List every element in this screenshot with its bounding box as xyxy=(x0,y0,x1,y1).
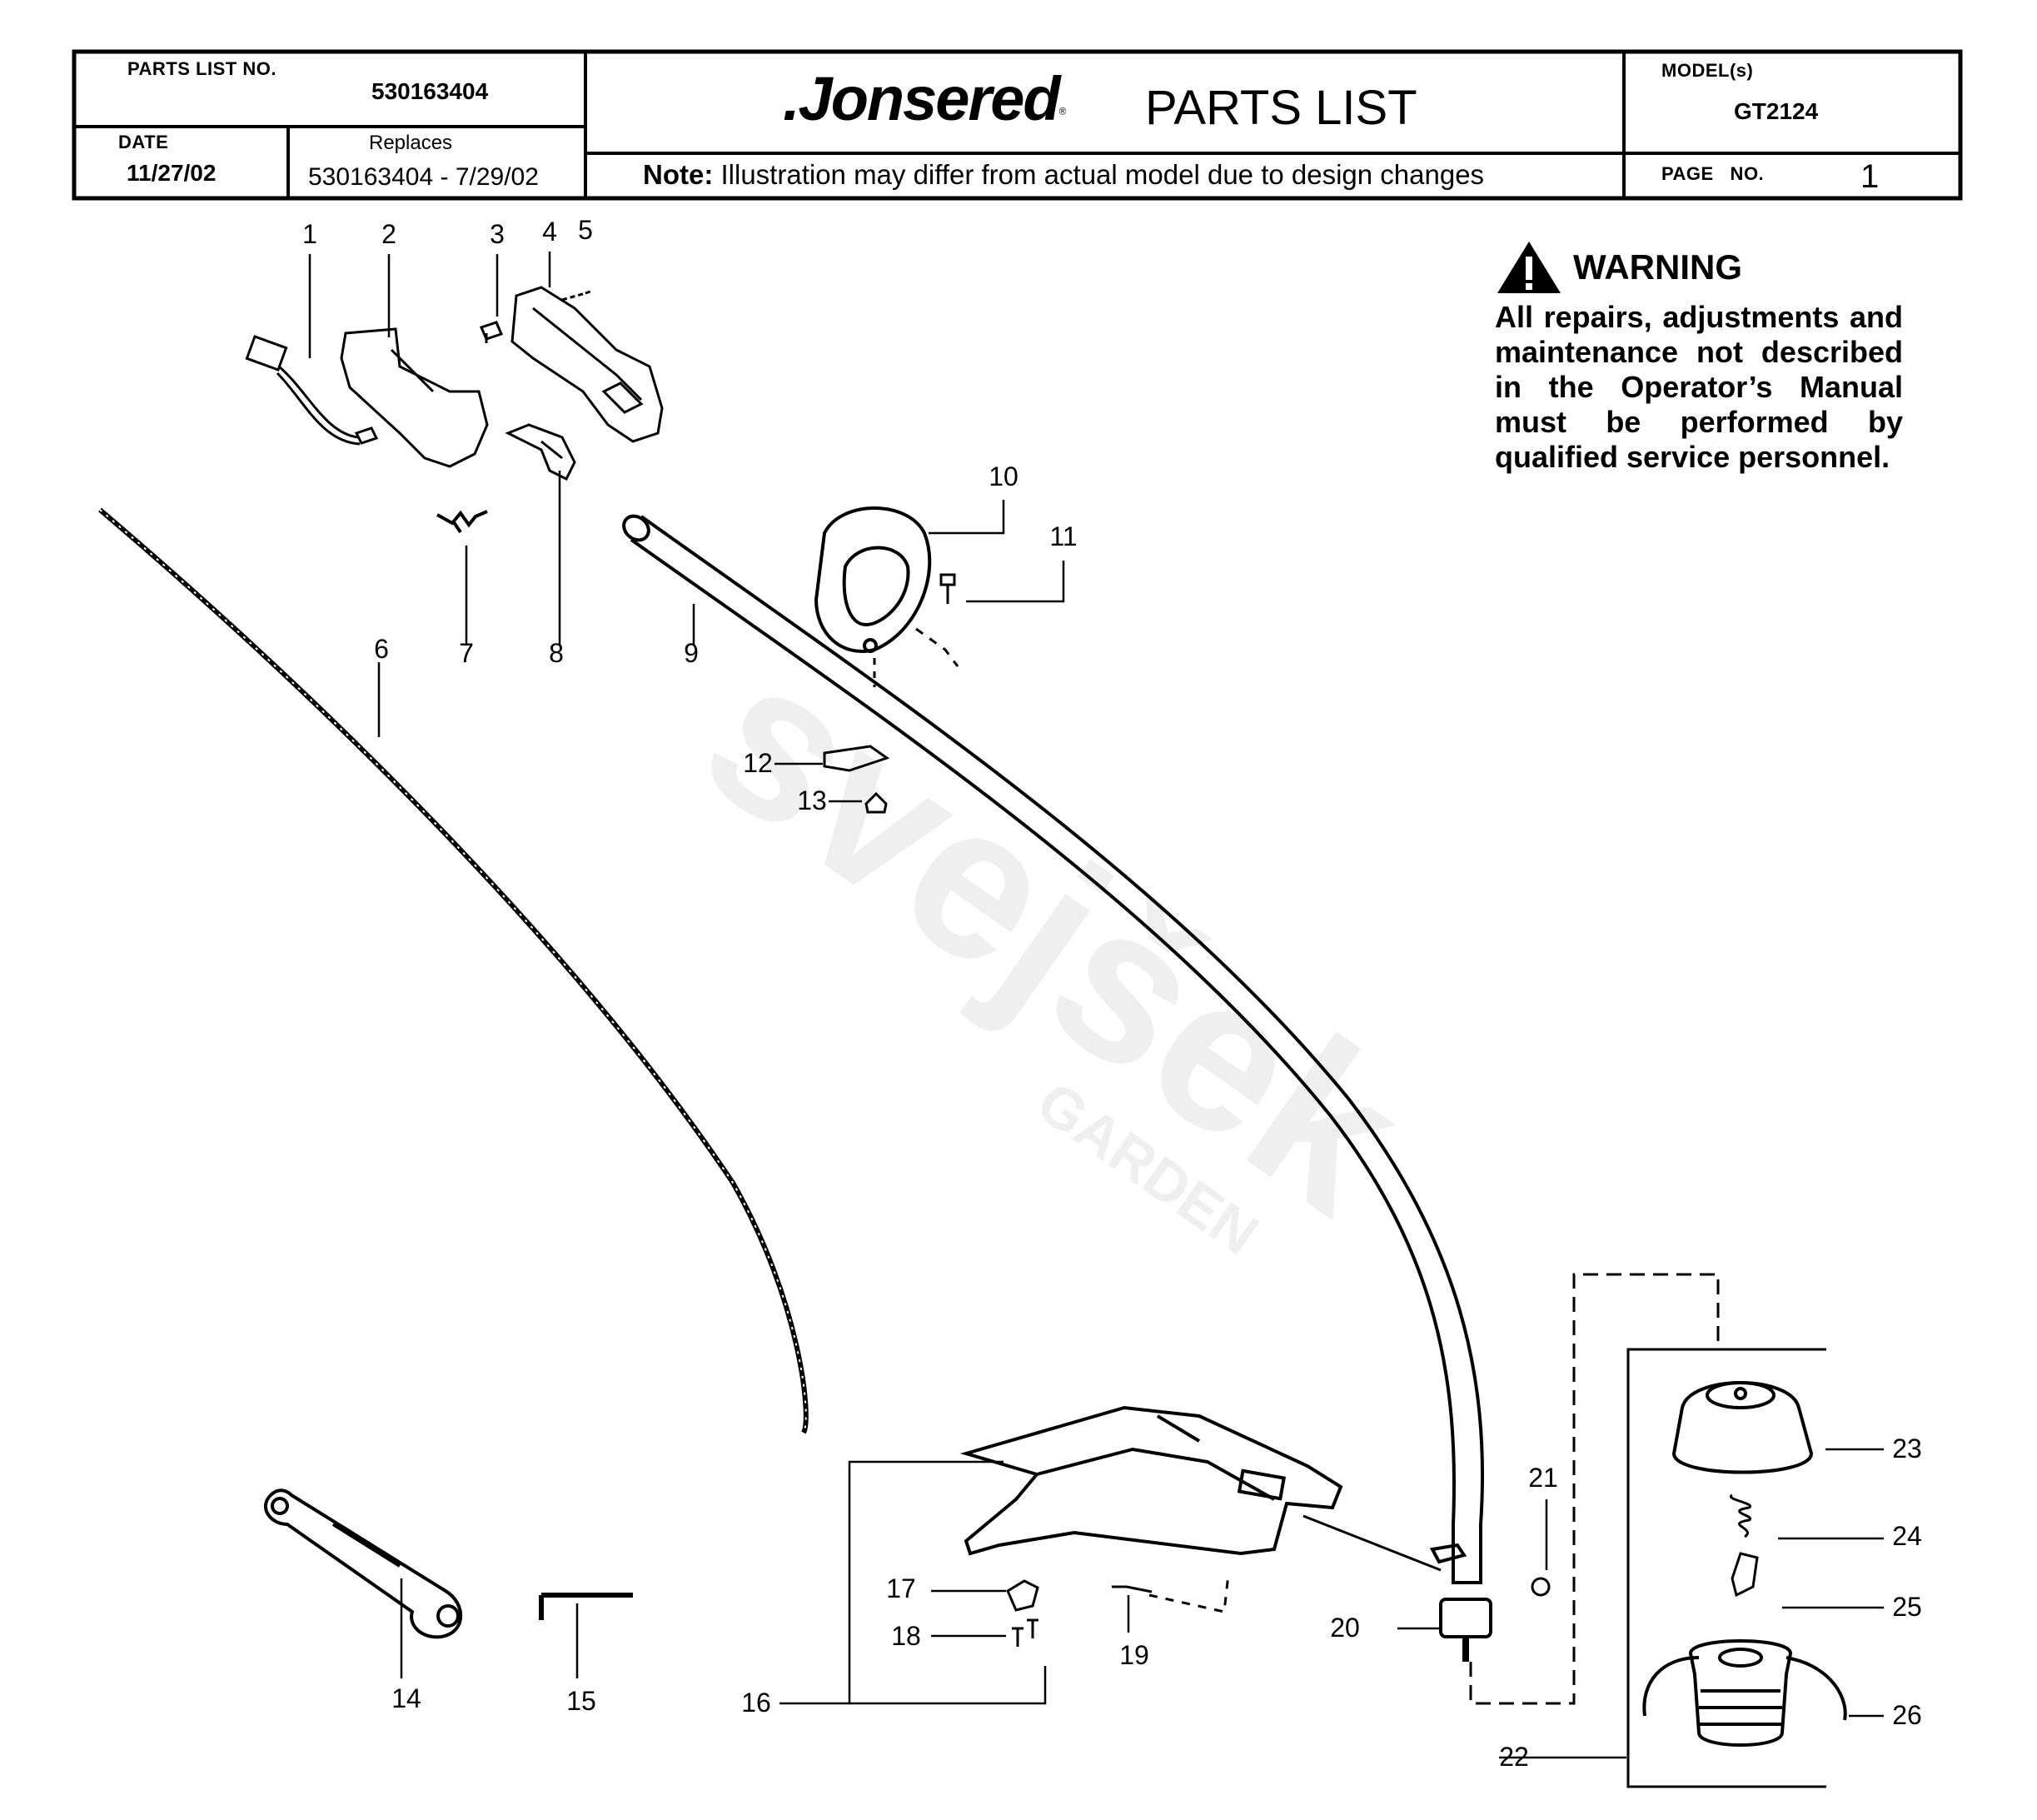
assembly-boundary xyxy=(1469,1273,1720,1705)
part-22-kit-bracket xyxy=(1626,1348,1826,1788)
callout-19: 19 xyxy=(1119,1640,1149,1670)
page-label: PAGE NO. xyxy=(1661,163,1765,184)
part-8-throttle-trigger xyxy=(505,423,576,481)
part-4-handle-housing xyxy=(510,286,664,443)
leader-lines xyxy=(308,252,1884,1759)
warning-text: All repairs, adjustments and maintenance… xyxy=(1495,300,1903,474)
callout-15: 15 xyxy=(566,1686,596,1716)
part-25-eyelet xyxy=(1731,1552,1759,1598)
header-grid xyxy=(72,49,1963,201)
brand-logo: .Jonsered® xyxy=(783,63,1066,134)
note-label: Note: xyxy=(643,159,714,190)
brand-wordmark: .Jonsered xyxy=(783,64,1061,133)
part-2-handle xyxy=(340,327,489,468)
callout-8: 8 xyxy=(549,638,564,668)
callout-22: 22 xyxy=(1499,1742,1529,1772)
callout-16: 16 xyxy=(741,1688,771,1718)
callout-20: 20 xyxy=(1330,1613,1360,1643)
part-3-switch xyxy=(479,321,504,343)
part-6-drive-shaft xyxy=(98,507,809,1434)
warning-title: WARNING xyxy=(1573,247,1742,287)
callout-24: 24 xyxy=(1892,1521,1922,1551)
assembly-line xyxy=(1302,1514,1442,1572)
callout-25: 25 xyxy=(1892,1592,1922,1622)
part-18-screws xyxy=(1012,1618,1038,1647)
part-7-spring xyxy=(436,510,488,534)
callout-17: 17 xyxy=(886,1573,916,1603)
model-value: GT2124 xyxy=(1734,98,1819,124)
callout-6: 6 xyxy=(374,634,389,664)
callout-13: 13 xyxy=(797,785,827,815)
part-12-clamp xyxy=(823,745,890,772)
part-26-spool xyxy=(1642,1639,1847,1747)
callout-21: 21 xyxy=(1528,1463,1558,1493)
callout-11: 11 xyxy=(1049,521,1077,551)
replaces-value: 530163404 - 7/29/02 xyxy=(308,163,539,191)
date-label: DATE xyxy=(118,132,169,152)
assembly-line xyxy=(1148,1573,1230,1613)
part-9-shaft-tube xyxy=(622,514,1484,1525)
callout-3: 3 xyxy=(490,219,505,249)
parts-list-no: 530163404 xyxy=(371,78,489,104)
part-10-assist-handle xyxy=(814,506,932,653)
callout-5: 5 xyxy=(578,215,593,245)
warning-triangle-icon xyxy=(1497,242,1561,293)
part-24-spring xyxy=(1729,1493,1752,1538)
callout-10: 10 xyxy=(989,461,1019,491)
page-number: 1 xyxy=(1860,158,1880,195)
replaces-label: Replaces xyxy=(369,132,453,154)
callout-26: 26 xyxy=(1892,1700,1922,1730)
callout-14: 14 xyxy=(391,1683,421,1713)
parts-list-no-label: PARTS LIST NO. xyxy=(127,58,276,79)
callout-2: 2 xyxy=(381,219,396,249)
callout-18: 18 xyxy=(891,1621,921,1651)
part-11-bolt xyxy=(939,573,956,604)
date-value: 11/27/02 xyxy=(127,160,217,186)
watermark-brand: svejšek xyxy=(665,612,1446,1260)
callout-1: 1 xyxy=(302,219,317,249)
watermark: svejšek GARDEN xyxy=(665,612,1446,1268)
part-23-spool-cover xyxy=(1671,1381,1814,1474)
part-14-wrench xyxy=(264,1488,463,1639)
part-16-grass-guard xyxy=(959,1405,1343,1556)
part-20-drive-head xyxy=(1429,1524,1492,1662)
warning-box: WARNING All repairs, adjustments and mai… xyxy=(1495,238,1903,475)
part-17-bracket xyxy=(1006,1579,1039,1612)
part-19-bolt xyxy=(1112,1585,1153,1593)
registered-mark: ® xyxy=(1058,105,1067,117)
page-title: PARTS LIST xyxy=(1145,81,1417,135)
assembly-line xyxy=(915,627,959,667)
callout-4: 4 xyxy=(542,217,557,247)
part-5-screw xyxy=(561,290,591,302)
callout-23: 23 xyxy=(1892,1434,1922,1463)
note-text: Illustration may differ from actual mode… xyxy=(720,159,1485,190)
callout-7: 7 xyxy=(459,638,474,668)
part-1-wire-harness xyxy=(245,335,379,446)
callout-9: 9 xyxy=(684,638,699,668)
part-13-nut xyxy=(864,791,888,814)
callout-12: 12 xyxy=(743,748,773,778)
design-note: Note: Illustration may differ from actua… xyxy=(643,159,1484,191)
part-15-hex-key xyxy=(539,1593,633,1620)
part-21-nut xyxy=(1531,1577,1551,1597)
model-label: MODEL(s) xyxy=(1661,60,1754,81)
